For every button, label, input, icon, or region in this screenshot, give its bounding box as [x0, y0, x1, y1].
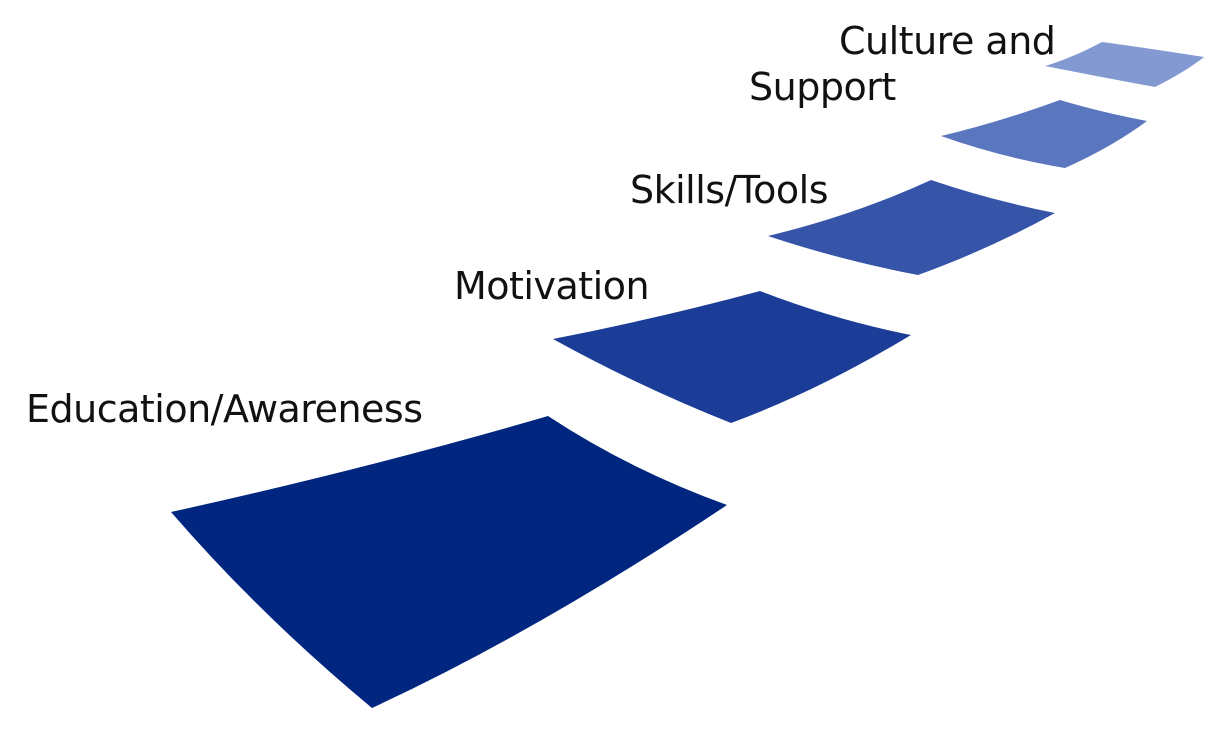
step-4-culture-support	[941, 100, 1147, 168]
label-support-line: Support	[749, 65, 896, 109]
label-skills-tools: Skills/Tools	[630, 168, 829, 212]
step-1-education-awareness	[171, 416, 727, 708]
step-2-motivation	[553, 291, 911, 423]
step-3-skills-tools	[768, 180, 1055, 275]
label-motivation: Motivation	[454, 264, 650, 308]
label-culture-and-support: Culture and Support	[749, 18, 1056, 110]
label-culture-and-line: Culture and	[839, 19, 1056, 63]
label-education-awareness: Education/Awareness	[26, 387, 423, 431]
step-5-top	[1045, 42, 1204, 87]
